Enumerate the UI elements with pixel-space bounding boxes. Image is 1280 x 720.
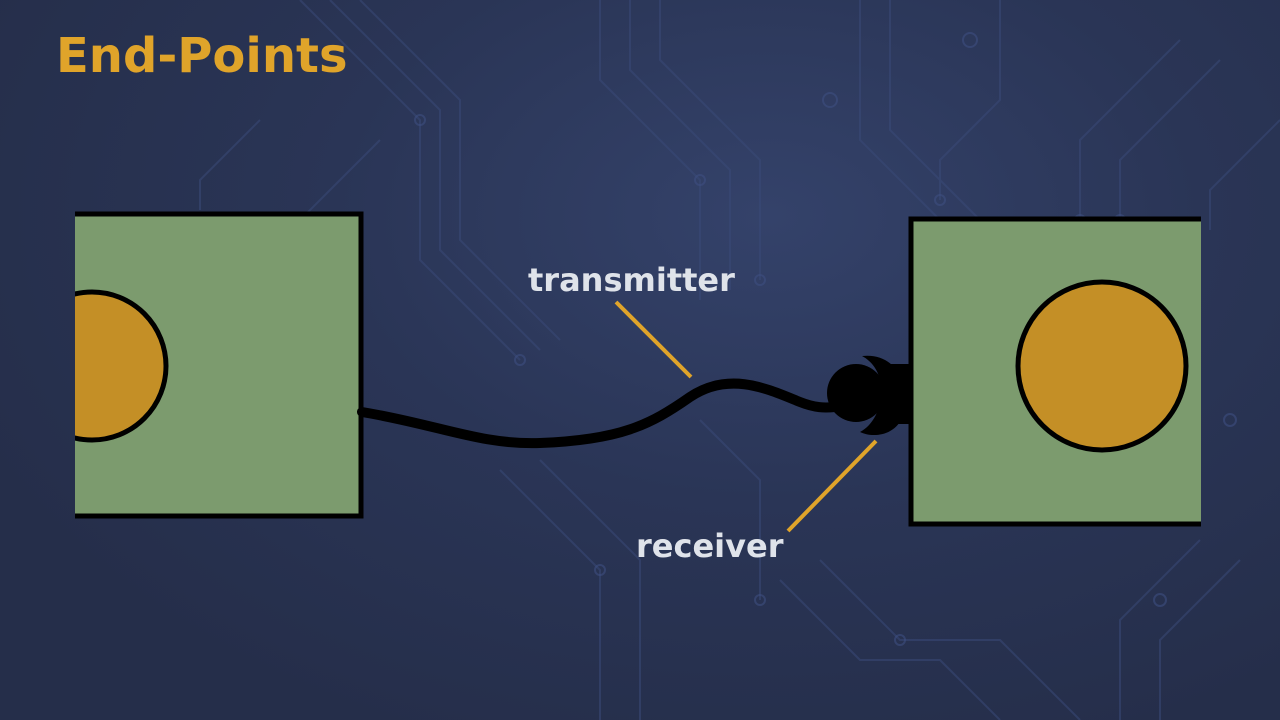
transmitter-circle <box>75 289 169 443</box>
receiver-leader-line <box>786 439 878 533</box>
receiver-box-outline <box>908 216 1201 527</box>
receiver-port <box>888 364 912 424</box>
slide-title: End-Points <box>56 28 348 84</box>
receiver-connector <box>827 355 912 436</box>
cable <box>357 378 840 449</box>
transmitter-label: transmitter <box>528 261 735 299</box>
transmitter-leader-line <box>614 300 693 379</box>
transmitter-box-outline <box>75 211 364 519</box>
transmitter-endpoint-box <box>75 211 364 519</box>
receiver-label: receiver <box>636 527 784 565</box>
receiver-circle <box>1015 279 1189 453</box>
receiver-endpoint-box <box>908 216 1201 527</box>
receiver-plug <box>827 364 885 422</box>
